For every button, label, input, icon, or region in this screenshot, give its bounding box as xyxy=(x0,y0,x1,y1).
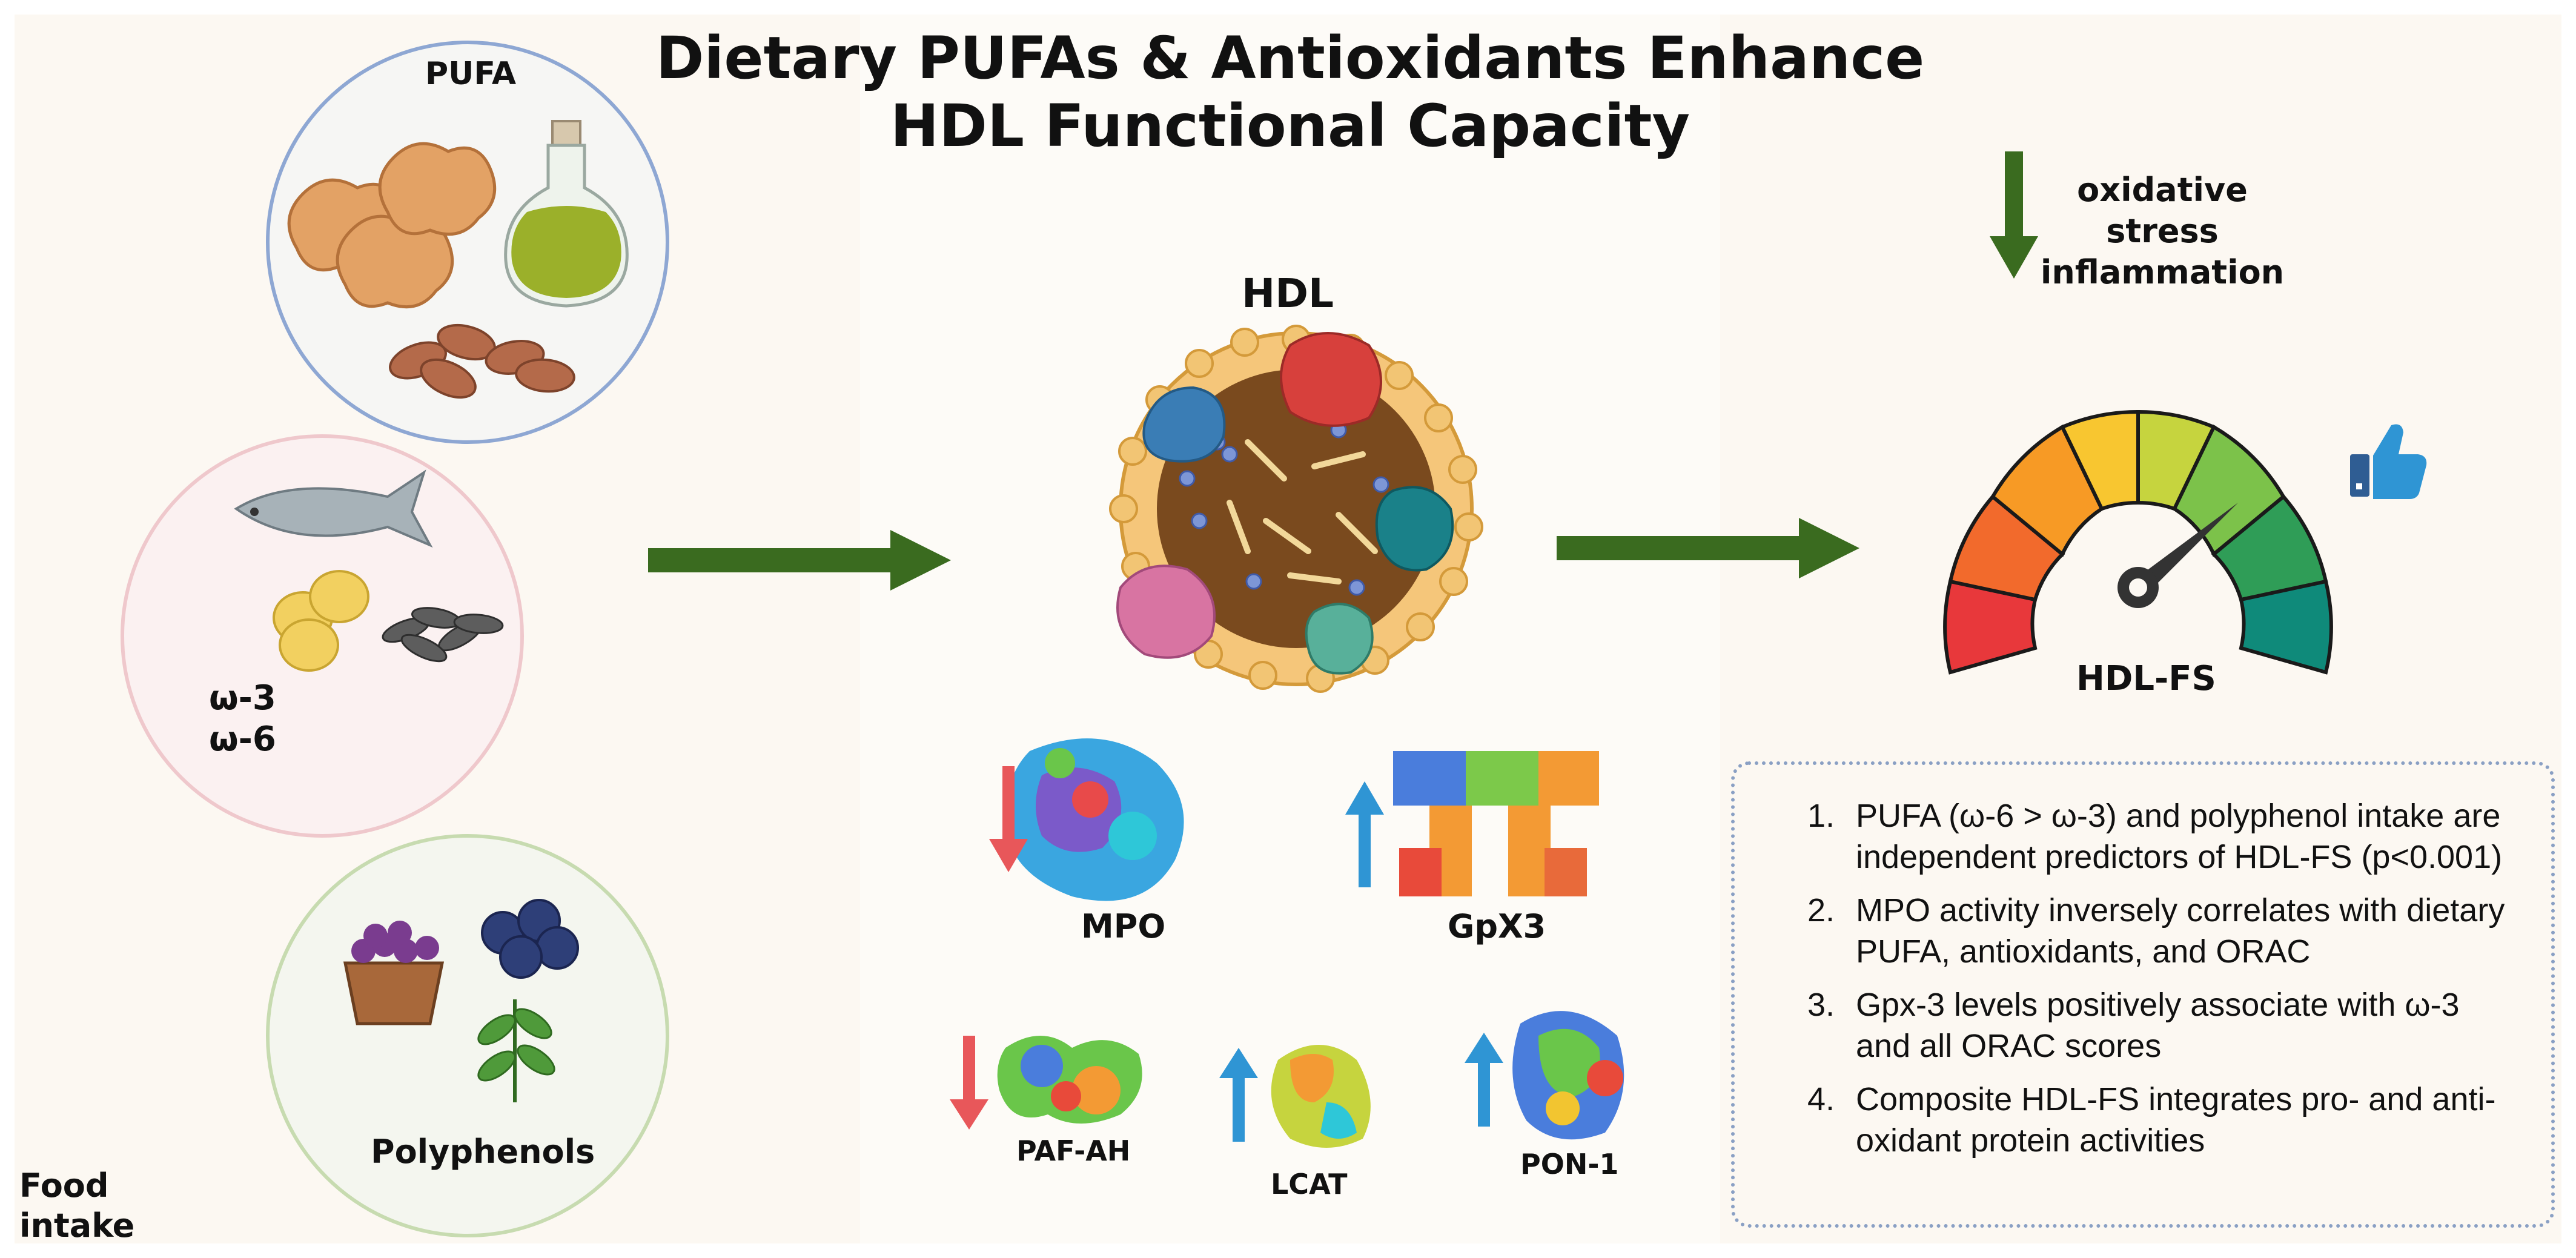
finding-number: 3. xyxy=(1807,987,1835,1023)
fish-icon xyxy=(234,469,433,548)
page-title: Dietary PUFAs & Antioxidants Enhance HDL… xyxy=(654,24,1926,160)
protein-paf-ah-icon xyxy=(997,1036,1142,1124)
finding-text: Composite HDL-FS integrates pro- and ant… xyxy=(1856,1081,2496,1159)
paf-ah-down-arrow-icon xyxy=(950,1036,988,1130)
olive-oil-bottle-icon xyxy=(504,120,629,308)
tea-leaf-icon xyxy=(477,999,555,1102)
polyphenols-circle xyxy=(266,834,669,1237)
finding-item: 2. MPO activity inversely correlates with… xyxy=(1807,890,2522,972)
finding-item: 1. PUFA (ω-6 > ω-3) and polyphenol intake… xyxy=(1807,795,2522,878)
omega3-label: ω-3 xyxy=(209,678,276,718)
title-line-2: HDL Functional Capacity xyxy=(890,92,1690,160)
stress-line-2: inflammation xyxy=(2040,253,2285,291)
finding-number: 2. xyxy=(1807,892,1835,929)
gpx3-up-arrow-icon xyxy=(1345,781,1384,887)
grape-basket-icon xyxy=(343,921,445,1025)
protein-label-gpx3: GpX3 xyxy=(1448,907,1546,945)
stress-label: oxidative stress inflammation xyxy=(2035,170,2290,293)
hdl-particle-icon xyxy=(1109,325,1483,693)
protein-mpo-icon xyxy=(1005,738,1184,901)
findings-list: 1. PUFA (ω-6 > ω-3) and polyphenol intake… xyxy=(1807,795,2522,1173)
protein-label-lcat: LCAT xyxy=(1271,1168,1348,1200)
walnut-icon xyxy=(287,142,497,309)
findings-box: 1. PUFA (ω-6 > ω-3) and polyphenol intake… xyxy=(1731,761,2555,1228)
hdl-fs-gauge xyxy=(1943,409,2333,675)
thumbs-up-icon xyxy=(2350,424,2427,499)
protein-label-paf-ah: PAF-AH xyxy=(1016,1134,1131,1167)
pufa-label: PUFA xyxy=(425,56,517,92)
protein-label-mpo: MPO xyxy=(1081,907,1166,945)
pon1-up-arrow-icon xyxy=(1465,1033,1503,1127)
finding-item: 4. Composite HDL-FS integrates pro- and a… xyxy=(1807,1079,2522,1161)
stress-line-1: oxidative stress xyxy=(2077,171,2248,250)
food-intake-line-1: Food xyxy=(19,1167,109,1205)
food-intake-line-2: intake xyxy=(19,1207,135,1245)
protein-gpx3-icon xyxy=(1393,751,1599,896)
sunflower-seed-icon xyxy=(382,607,504,663)
finding-text: PUFA (ω-6 > ω-3) and polyphenol intake a… xyxy=(1856,798,2503,875)
omega6-label: ω-6 xyxy=(209,720,276,759)
hdl-label: HDL xyxy=(1242,270,1334,317)
finding-text: Gpx-3 levels positively associate with ω… xyxy=(1856,987,2460,1064)
soybean-icon xyxy=(273,570,369,672)
protein-lcat-icon xyxy=(1271,1045,1371,1148)
finding-item: 3. Gpx-3 levels positively associate with… xyxy=(1807,984,2522,1067)
lcat-up-arrow-icon xyxy=(1219,1048,1258,1142)
finding-number: 1. xyxy=(1807,798,1835,834)
protein-pon1-icon xyxy=(1512,1011,1624,1140)
flow-arrow-left xyxy=(648,530,951,591)
finding-number: 4. xyxy=(1807,1081,1835,1117)
flow-arrow-right xyxy=(1557,518,1859,578)
finding-text: MPO activity inversely correlates with d… xyxy=(1856,892,2505,970)
title-line-1: Dietary PUFAs & Antioxidants Enhance xyxy=(655,24,1925,92)
food-illustrations xyxy=(121,41,669,1237)
down-arrow-icon xyxy=(1990,151,2038,279)
gauge-label: HDL-FS xyxy=(2076,659,2216,698)
mpo-down-arrow-icon xyxy=(989,766,1028,872)
protein-label-pon1: PON-1 xyxy=(1520,1148,1619,1180)
blueberry-icon xyxy=(481,899,579,979)
polyphenols-label: Polyphenols xyxy=(371,1133,595,1171)
almond-icon xyxy=(389,323,575,399)
food-intake-label: Food intake xyxy=(19,1166,134,1246)
